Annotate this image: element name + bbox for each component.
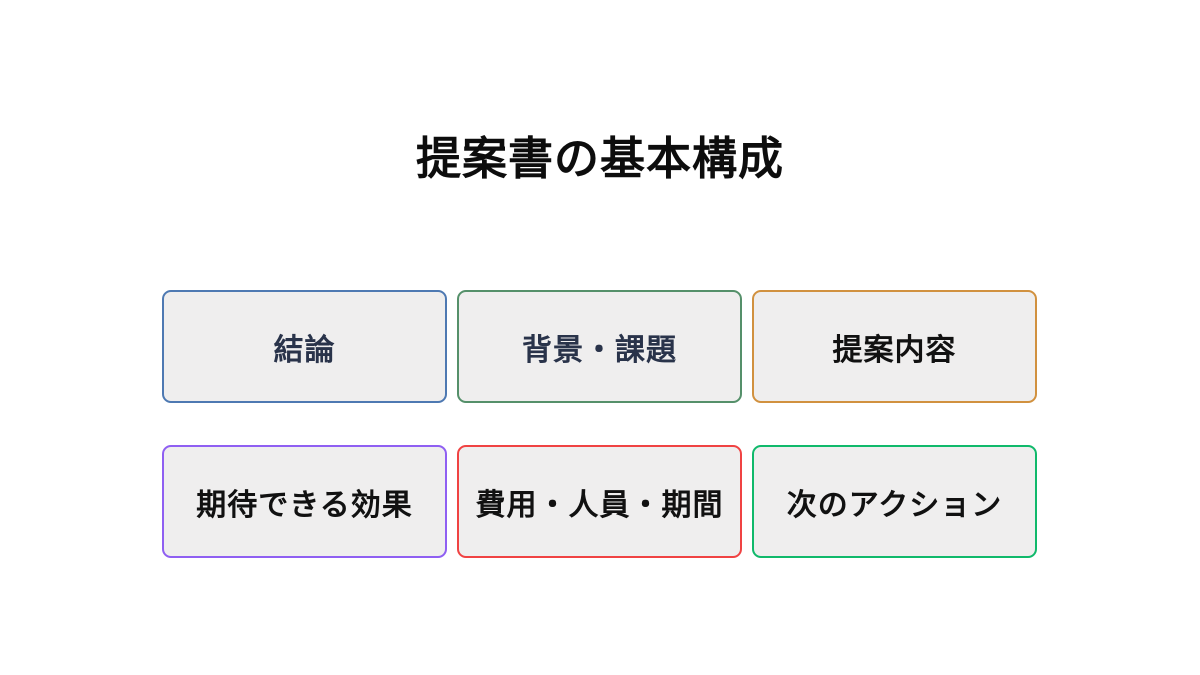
box-conclusion-label: 結論 — [273, 333, 336, 367]
box-background-issues-label: 背景・課題 — [522, 333, 677, 367]
box-proposal-details: 提案内容 — [752, 290, 1037, 403]
box-background-issues: 背景・課題 — [457, 290, 742, 403]
box-proposal-details-label: 提案内容 — [832, 333, 957, 367]
page-title: 提案書の基本構成 — [415, 133, 784, 184]
box-next-action: 次のアクション — [752, 445, 1037, 558]
box-conclusion: 結論 — [162, 290, 447, 403]
box-cost-staff-duration: 費用・人員・期間 — [457, 445, 742, 558]
box-grid: 結論 背景・課題 提案内容 期待できる効果 費用・人員・期間 次のアクション — [162, 290, 1037, 558]
box-expected-effects: 期待できる効果 — [162, 445, 447, 558]
box-expected-effects-label: 期待できる効果 — [196, 488, 413, 522]
box-next-action-label: 次のアクション — [786, 488, 1003, 522]
box-cost-staff-duration-label: 費用・人員・期間 — [475, 488, 724, 522]
